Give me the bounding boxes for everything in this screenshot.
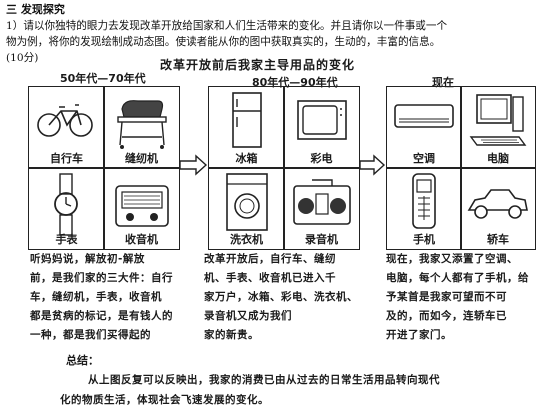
radio-icon [115,185,169,227]
item-cassette-recorder: 录音机 [284,168,359,249]
item-label: 轿车 [487,233,509,246]
drawing-title: 改革开放前后我家主导用品的变化 [160,58,356,72]
item-label: 自行车 [50,152,83,165]
computer-icon [469,94,527,146]
caption-panel-2: 改革开放后，自行车、缝纫 机、手表、收音机已进入千 家万户，冰箱、彩电、洗衣机、… [204,253,358,341]
item-label: 手机 [413,233,435,246]
item-sewing-machine: 缝纫机 [104,87,179,168]
summary-line-2: 化的物质生活，体现社会飞速发展的变化。 [60,394,269,406]
cassette-recorder-icon [293,179,351,225]
summary-line-1: 从上图反复可以反映出，我家的消费已由从过去的日常生活用品转向现代 [88,374,440,386]
item-wristwatch: 手表 [29,168,104,249]
right-arrow-icon [359,154,386,176]
item-car: 轿车 [461,168,535,249]
mobile-phone-icon [412,173,436,229]
question-line-3: (10分) [6,52,39,64]
item-label: 录音机 [305,233,338,246]
car-icon [467,189,528,219]
refrigerator-icon [232,92,262,148]
item-washing-machine: 洗衣机 [209,168,284,249]
air-conditioner-icon [394,104,454,128]
bicycle-icon [37,104,93,137]
caption-panel-1: 听妈妈说，解放初-解放 前，是我们家的三大件：自行 车，缝纫机，手表，收音机 都… [30,253,173,341]
sewing-machine-icon [117,100,167,149]
item-bicycle: 自行车 [29,87,104,168]
panel-50s-70s: 自行车 缝纫机 手表 收音机 [28,86,180,250]
era-label-3: 现在 [432,76,454,89]
section-heading: 三 发现探究 [6,3,65,16]
wristwatch-icon [54,173,78,236]
summary-label: 总结： [66,354,99,367]
item-air-conditioner: 空调 [387,87,461,168]
caption-panel-3: 现在，我家又添置了空调、 电脑，每个人都有了手机，给 予某首是我家可望而不可 及… [386,253,529,341]
item-radio: 收音机 [104,168,179,249]
item-label: 手表 [55,233,78,246]
era-label-2: 80年代—90年代 [252,76,338,89]
item-mobile-phone: 手机 [387,168,461,249]
color-tv-icon [297,100,347,140]
item-label: 缝纫机 [125,152,158,165]
item-refrigerator: 冰箱 [209,87,284,168]
washing-machine-icon [226,173,268,231]
item-label: 电脑 [487,152,509,165]
era-label-1: 50年代—70年代 [60,72,146,85]
item-label: 收音机 [125,233,158,246]
question-line-1: 1）请以你独特的眼力去发现改革开放给国家和人们生活带来的变化。并且请你以一件事或… [6,20,448,32]
right-arrow-icon [179,154,208,176]
panel-present: 空调 电脑 手机 轿车 [386,86,536,250]
item-label: 彩电 [310,152,333,165]
item-label: 洗衣机 [230,233,263,246]
item-label: 冰箱 [235,152,258,165]
item-color-tv: 彩电 [284,87,359,168]
question-line-2: 物为例，将你的发现绘制成动态图。使读者能从你的图中获取真实的，生动的，丰富的信息… [6,36,441,48]
panel-80s-90s: 冰箱 彩电 洗衣机 录音机 [208,86,360,250]
item-computer: 电脑 [461,87,535,168]
item-label: 空调 [413,152,435,165]
